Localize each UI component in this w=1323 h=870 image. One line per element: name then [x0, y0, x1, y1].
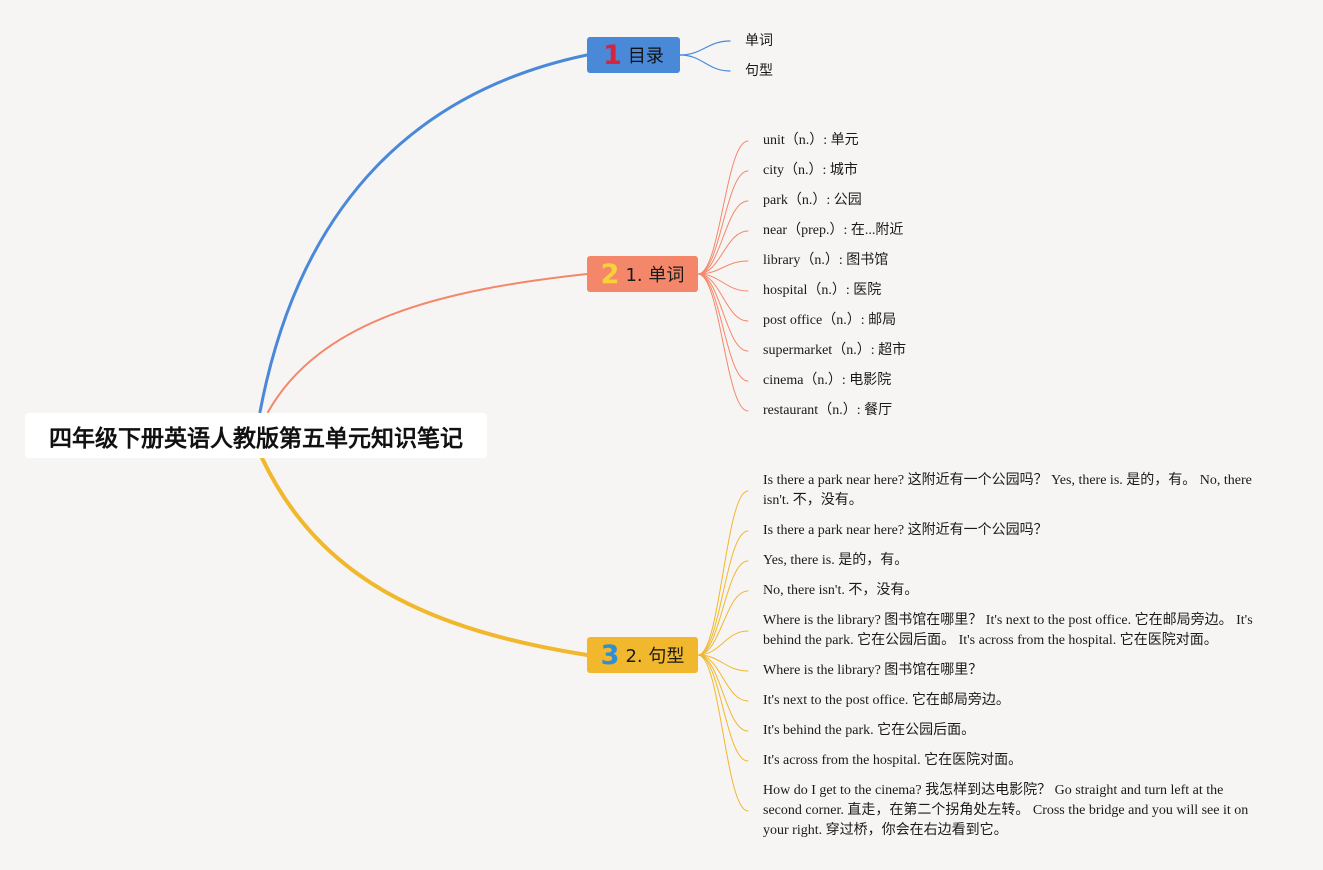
vocab-item[interactable]: city（n.）: 城市	[763, 163, 858, 178]
vocab-item[interactable]: cinema（n.）: 电影院	[763, 373, 892, 388]
number-2-icon: 2	[600, 258, 620, 290]
sentence-item[interactable]: It's across from the hospital. 它在医院对面。	[763, 753, 1023, 768]
branch-label: 1. 单词	[625, 265, 685, 286]
vocab-item[interactable]: unit（n.）: 单元	[763, 133, 859, 148]
sentence-item[interactable]: Is there a park near here? 这附近有一个公园吗？	[763, 523, 1048, 538]
vocab-item[interactable]: supermarket（n.）: 超市	[763, 343, 907, 358]
root-title: 四年级下册英语人教版第五单元知识笔记	[49, 425, 463, 452]
sentence-item[interactable]: How do I get to the cinema? 我怎样到达电影院？ Go…	[763, 783, 1249, 838]
sentence-item[interactable]: Yes, there is. 是的，有。	[763, 553, 909, 568]
vocab-item[interactable]: library（n.）: 图书馆	[763, 253, 889, 268]
vocab-item[interactable]: post office（n.）: 邮局	[763, 313, 897, 328]
sentence-item[interactable]: Where is the library? 图书馆在哪里？	[763, 663, 983, 678]
branch-toc[interactable]: 1 目录	[587, 37, 680, 73]
root-node[interactable]: 四年级下册英语人教版第五单元知识笔记	[25, 413, 487, 458]
number-3-icon: 3	[600, 639, 620, 671]
sentence-item[interactable]: Where is the library? 图书馆在哪里？ It's next …	[763, 613, 1253, 648]
number-1-icon: 1	[603, 39, 622, 71]
vocab-item[interactable]: near（prep.）: 在...附近	[763, 223, 904, 238]
branch-label: 2. 句型	[625, 646, 685, 667]
vocab-item[interactable]: park（n.）: 公园	[763, 193, 862, 208]
sentence-item[interactable]: It's behind the park. 它在公园后面。	[763, 723, 976, 738]
branch-sentences[interactable]: 3 2. 句型	[587, 637, 698, 673]
sentence-item[interactable]: No, there isn't. 不，没有。	[763, 583, 919, 598]
sentence-item[interactable]: Is there a park near here? 这附近有一个公园吗？ Ye…	[763, 473, 1252, 508]
sentence-item[interactable]: It's next to the post office. 它在邮局旁边。	[763, 693, 1010, 708]
branch-vocabulary[interactable]: 2 1. 单词	[587, 256, 698, 292]
toc-item[interactable]: 句型	[745, 63, 773, 79]
toc-item[interactable]: 单词	[745, 33, 773, 49]
branch-label: 目录	[627, 46, 664, 67]
vocab-item[interactable]: hospital（n.）: 医院	[763, 283, 882, 298]
vocab-item[interactable]: restaurant（n.）: 餐厅	[763, 403, 893, 418]
